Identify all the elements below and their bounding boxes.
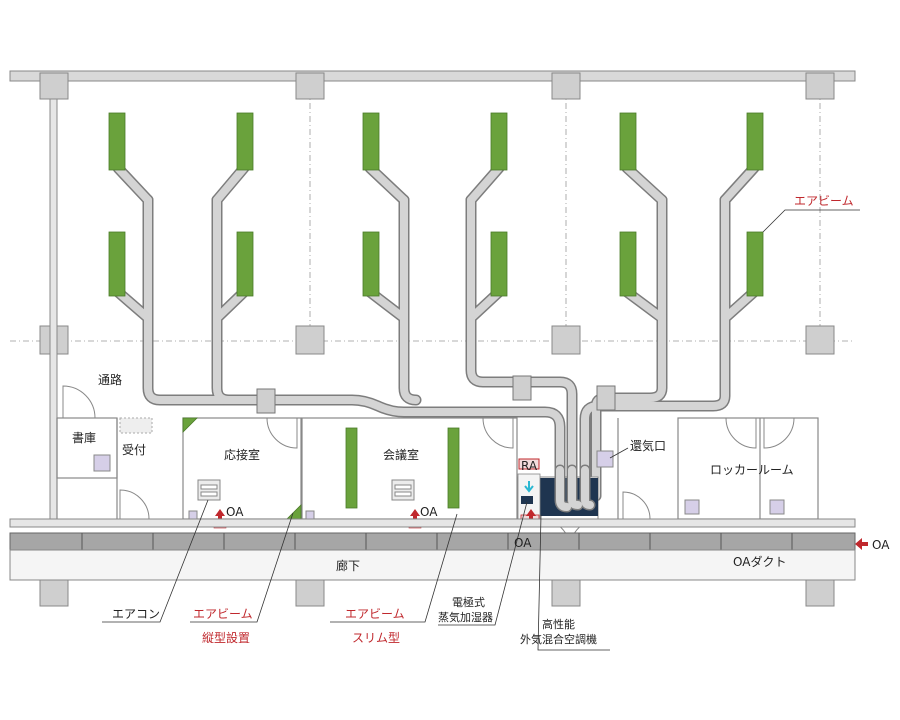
label-oa-reception: OA [226,505,244,519]
room-label-reception: 受付 [122,443,146,457]
reception-room-wall [182,417,302,520]
reception-counter [119,417,153,434]
room-label-corridor: 廊下 [336,558,360,573]
air-beam-slim [345,427,358,509]
room-label-passage: 通路 [98,372,122,387]
aircon-unit [391,479,415,501]
label-oa-duct: OAダクト [733,554,786,569]
label-oa-unit: OA [514,536,532,550]
callout-air-beam-top: エアビーム [794,194,854,208]
column [805,579,835,607]
air-beam [490,231,508,297]
column [295,325,325,355]
air-beam [236,112,254,171]
door-swings [62,385,795,550]
corridor [9,549,856,581]
air-beam [108,231,126,297]
return-air-grilles [93,450,785,520]
left-wall [49,98,58,520]
callout-ahu-line2: 外気混合空調機 [520,632,597,646]
air-beam [746,112,764,171]
air-beams [108,112,764,509]
top-wall [9,70,856,82]
callout-slim-type: スリム型 [352,631,400,645]
column [295,579,325,607]
column [295,72,325,100]
air-beam [746,231,764,297]
air-beam-vertical [182,417,198,433]
callout-air-beam-vertical: エアビーム [193,607,253,621]
air-beam [236,231,254,297]
return-grille [684,499,700,515]
callout-air-beam-slim: エアビーム [345,607,405,621]
air-beam [490,112,508,171]
column [805,72,835,100]
callout-air-con: エアコン [112,607,160,621]
label-ra: RA [521,459,538,473]
oa-duct-joints [81,533,793,550]
column [39,579,69,607]
air-beam [619,112,637,171]
column [805,325,835,355]
return-grille [769,499,785,515]
return-grille [93,454,111,472]
callout-ahu-line1: 高性能 [542,617,575,631]
label-oa-meeting: OA [420,505,438,519]
room-label-storage: 書庫 [72,431,96,445]
grid-lines [10,90,855,342]
air-beam-slim [447,427,460,509]
aircon-unit [197,479,221,501]
air-beam [108,112,126,171]
leader-lines [102,209,860,651]
return-grille [305,510,315,520]
room-label-reception-room: 応接室 [224,447,260,462]
air-beam [362,112,380,171]
callout-humidifier-line1: 電極式 [452,595,485,609]
return-grille [188,510,198,520]
return-grille [596,450,614,468]
air-conditioners [197,479,415,501]
air-beam-vertical [286,504,302,520]
room-label-meeting-room: 会議室 [383,447,419,462]
column [39,72,69,100]
callout-humidifier-line2: 蒸気加湿器 [438,610,493,624]
columns [39,72,835,607]
interior-walls [56,417,819,520]
ahu-duct-stubs [554,464,596,513]
oa-duct [9,532,856,551]
column [551,72,581,100]
air-beam [362,231,380,297]
meeting-room-wall [301,417,518,520]
label-oa-inlet: OA [872,538,890,552]
label-return-air-outlet: 還気口 [630,438,666,453]
room-label-locker-room: ロッカールーム [710,463,794,477]
column [551,325,581,355]
air-beam [619,231,637,297]
bottom-room-wall [9,518,856,528]
column [551,579,581,607]
callout-vertical-install: 縦型設置 [202,630,250,645]
duct-junctions [256,375,616,414]
